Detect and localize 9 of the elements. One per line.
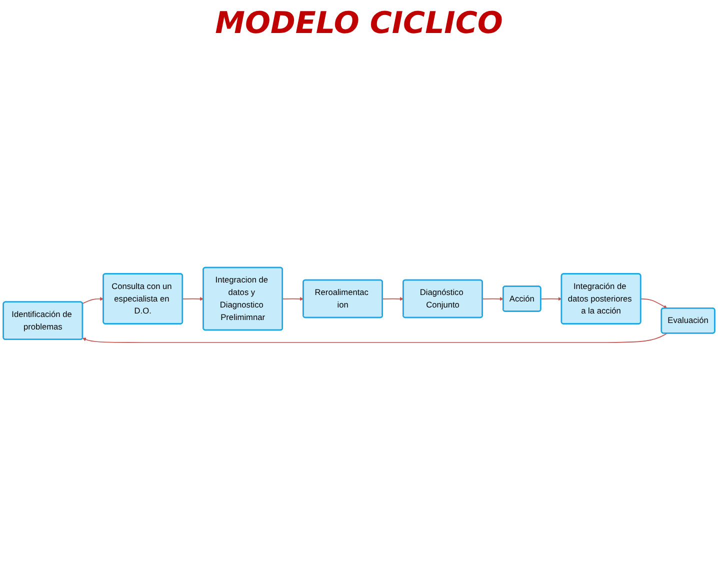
arrow (382, 297, 404, 301)
arrow (282, 297, 304, 301)
arrow (540, 297, 562, 301)
arrow (82, 332, 668, 343)
arrow (640, 298, 668, 308)
diagram-title: MODELO CICLICO (214, 6, 504, 41)
arrow (482, 297, 504, 301)
arrow (82, 297, 104, 304)
arrow (182, 297, 204, 301)
